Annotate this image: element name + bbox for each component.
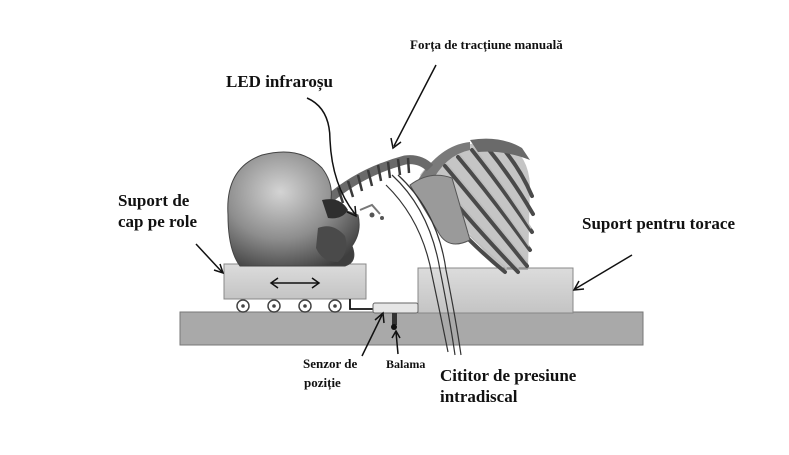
pressure-reader-label-line1: Cititor de presiune [440, 366, 577, 385]
head-support-label-line2: cap pe role [118, 212, 198, 231]
position-sensor-leader [361, 314, 383, 357]
head-support-label-line1: Suport de [118, 191, 190, 210]
traction-force-arrow [393, 64, 437, 147]
hinge-leader [395, 331, 399, 355]
position-sensor [349, 299, 419, 314]
position-sensor-label-line1: Senzor de [303, 356, 358, 371]
ribcage [409, 138, 535, 274]
position-sensor-label-line2: poziție [304, 375, 341, 390]
thorax-support-leader [574, 254, 633, 290]
base-plate [179, 311, 644, 346]
pressure-cables [385, 174, 462, 356]
hinge [391, 313, 397, 330]
sliding-direction-arrow [269, 277, 321, 289]
hinge-label: Balama [386, 357, 426, 371]
traction-force-label: Forța de tracțiune manuală [410, 37, 563, 52]
thorax-support-label: Suport pentru torace [582, 214, 735, 233]
rollers [236, 299, 342, 313]
infrared-led-label: LED infraroșu [226, 72, 333, 91]
pressure-reader-label-line2: intradiscal [440, 387, 518, 406]
skull [227, 151, 360, 267]
head-support-leader [195, 243, 223, 273]
head-support-block [223, 263, 367, 300]
cervical-spine [325, 155, 434, 220]
led-leader [306, 97, 356, 215]
